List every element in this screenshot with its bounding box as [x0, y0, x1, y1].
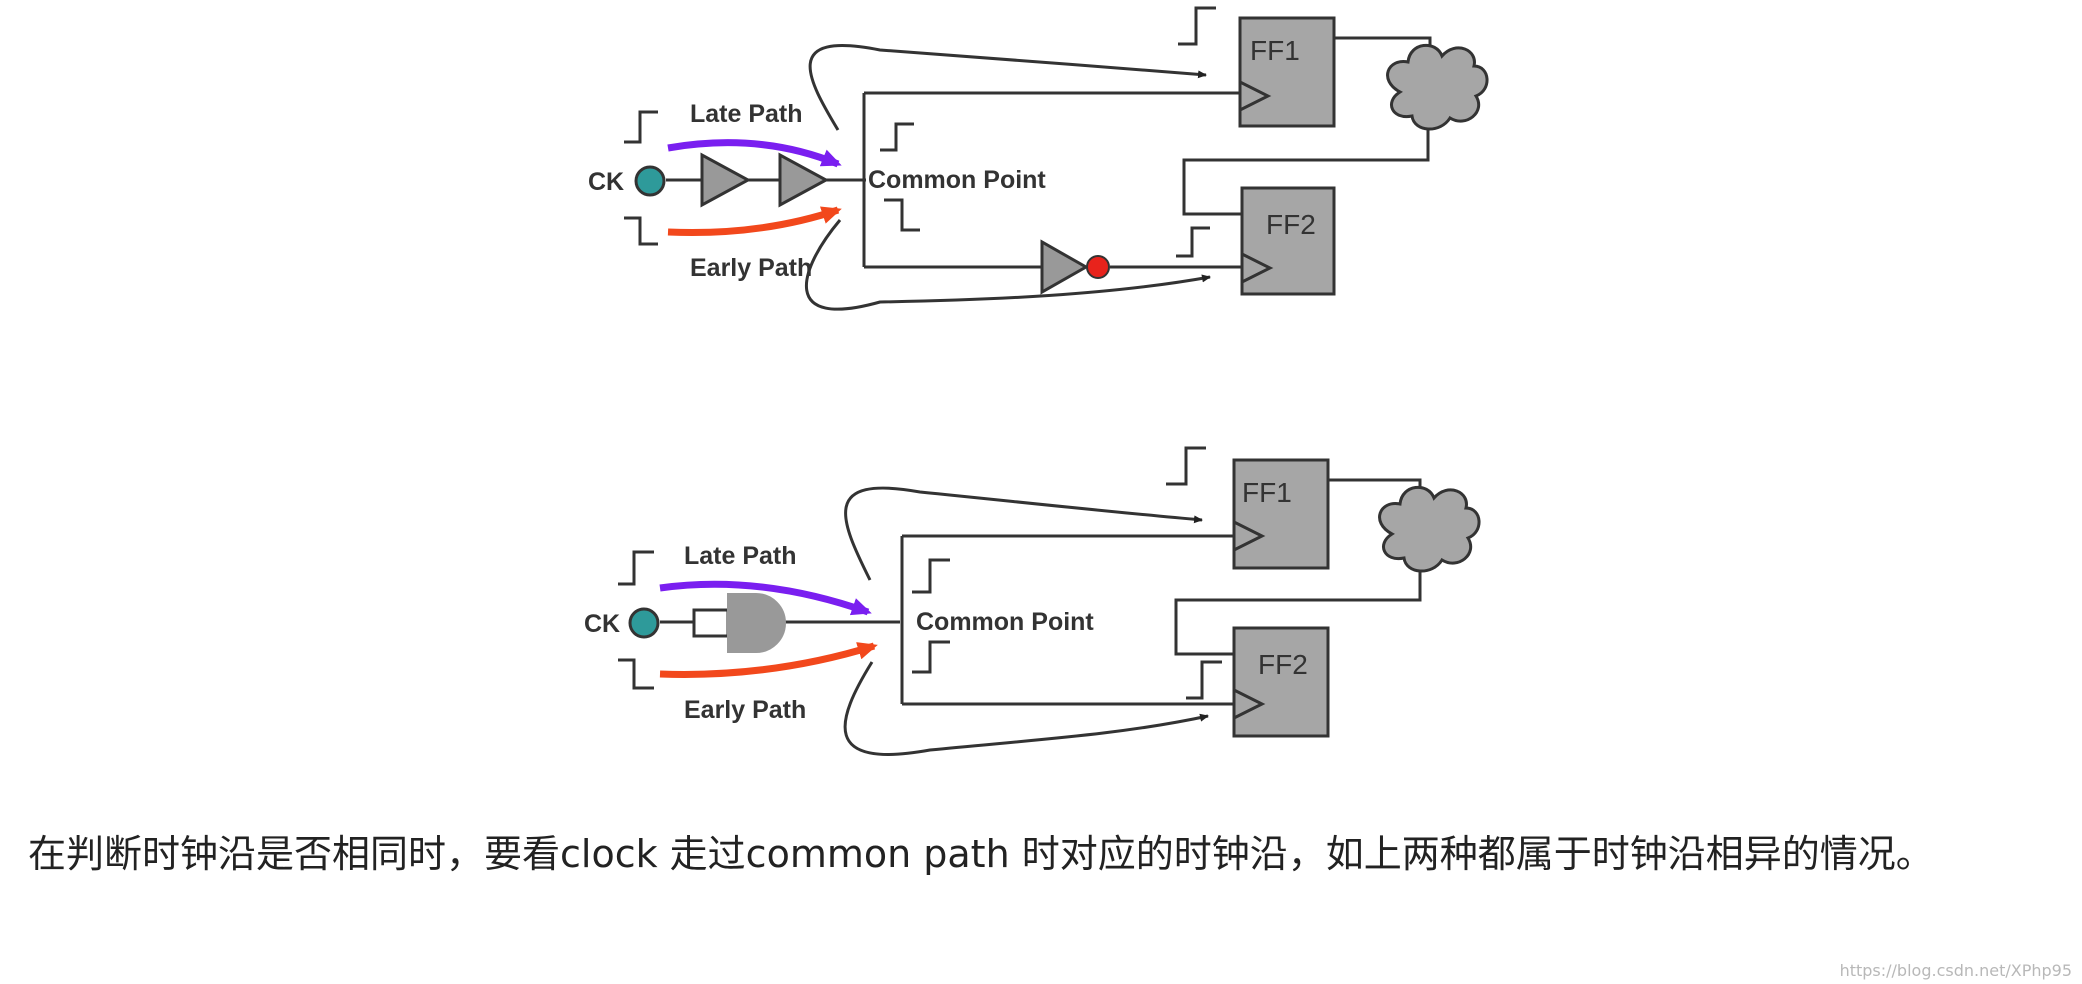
ff2-clock-path-curve — [843, 661, 1209, 756]
buffer-1 — [700, 152, 752, 208]
rising-edge-waveform — [912, 640, 950, 674]
flip-flop-ff2: FF2 — [1232, 626, 1330, 738]
late-path-arrow — [659, 580, 872, 616]
flip-flop-ff1: FF1 — [1232, 458, 1330, 570]
rising-edge-waveform — [618, 550, 654, 586]
ff1-clock-path-curve — [844, 486, 1203, 581]
rising-edge-waveform — [1166, 446, 1206, 486]
rising-edge-waveform — [624, 110, 658, 144]
early-path-label: Early Path — [690, 254, 812, 282]
flip-flop-ff1: FF1 — [1238, 16, 1336, 128]
late-path-label: Late Path — [690, 100, 803, 128]
common-point-label: Common Point — [916, 608, 1094, 636]
clock-source-node — [634, 165, 666, 197]
and-gate-input-box — [692, 608, 730, 638]
buffer-2 — [778, 152, 830, 208]
watermark: https://blog.csdn.net/XPhp95 — [1839, 961, 2072, 980]
clock-label: CK — [584, 610, 620, 638]
rising-edge-waveform — [1186, 660, 1222, 700]
diagram-canvas: FF1 FF2 CK Late Path Early Path Common P… — [584, 446, 1481, 756]
rising-edge-waveform — [1178, 6, 1216, 46]
diagram-canvas: FF1 FF2 CK Late Path Early Path Common P… — [588, 6, 1489, 311]
clock-label: CK — [588, 168, 624, 196]
rising-edge-waveform — [880, 122, 914, 152]
early-path-arrow — [667, 206, 842, 237]
ff2-label: FF2 — [1266, 209, 1316, 240]
flip-flop-ff2: FF2 — [1240, 186, 1336, 296]
late-path-label: Late Path — [684, 542, 797, 570]
and-gate — [727, 593, 786, 653]
ff1-label: FF1 — [1242, 477, 1292, 508]
ff1-label: FF1 — [1250, 35, 1300, 66]
combinational-logic-cloud — [1378, 486, 1481, 573]
falling-edge-waveform — [624, 216, 658, 246]
rising-edge-waveform — [912, 558, 950, 594]
timing-diagram-and-gate: FF1 FF2 CK Late Path Early Path Common P… — [0, 440, 2082, 780]
early-path-label: Early Path — [684, 696, 806, 724]
combinational-logic-cloud — [1386, 44, 1489, 131]
inverter-bubble — [1086, 255, 1110, 279]
data-wire-cloud-to-ff2 — [1182, 128, 1430, 216]
ff1-clock-path-curve — [808, 44, 1207, 131]
early-path-arrow — [659, 642, 878, 678]
explanation-text: 在判断时钟沿是否相同时，要看clock 走过common path 时对应的时钟… — [28, 832, 1934, 876]
inverter — [1040, 239, 1090, 295]
ff2-label: FF2 — [1258, 649, 1308, 680]
data-wire-cloud-to-ff2 — [1174, 570, 1422, 656]
clock-source-node — [628, 607, 660, 639]
rising-edge-waveform — [1176, 226, 1210, 258]
common-point-label: Common Point — [868, 166, 1046, 194]
falling-edge-waveform — [618, 658, 654, 690]
ff2-clock-path-curve — [805, 219, 1211, 311]
timing-diagram-buffer-chain: FF1 FF2 CK Late Path Early Path Common P… — [0, 0, 2082, 340]
falling-edge-waveform — [884, 198, 920, 232]
late-path-arrow — [667, 139, 842, 168]
